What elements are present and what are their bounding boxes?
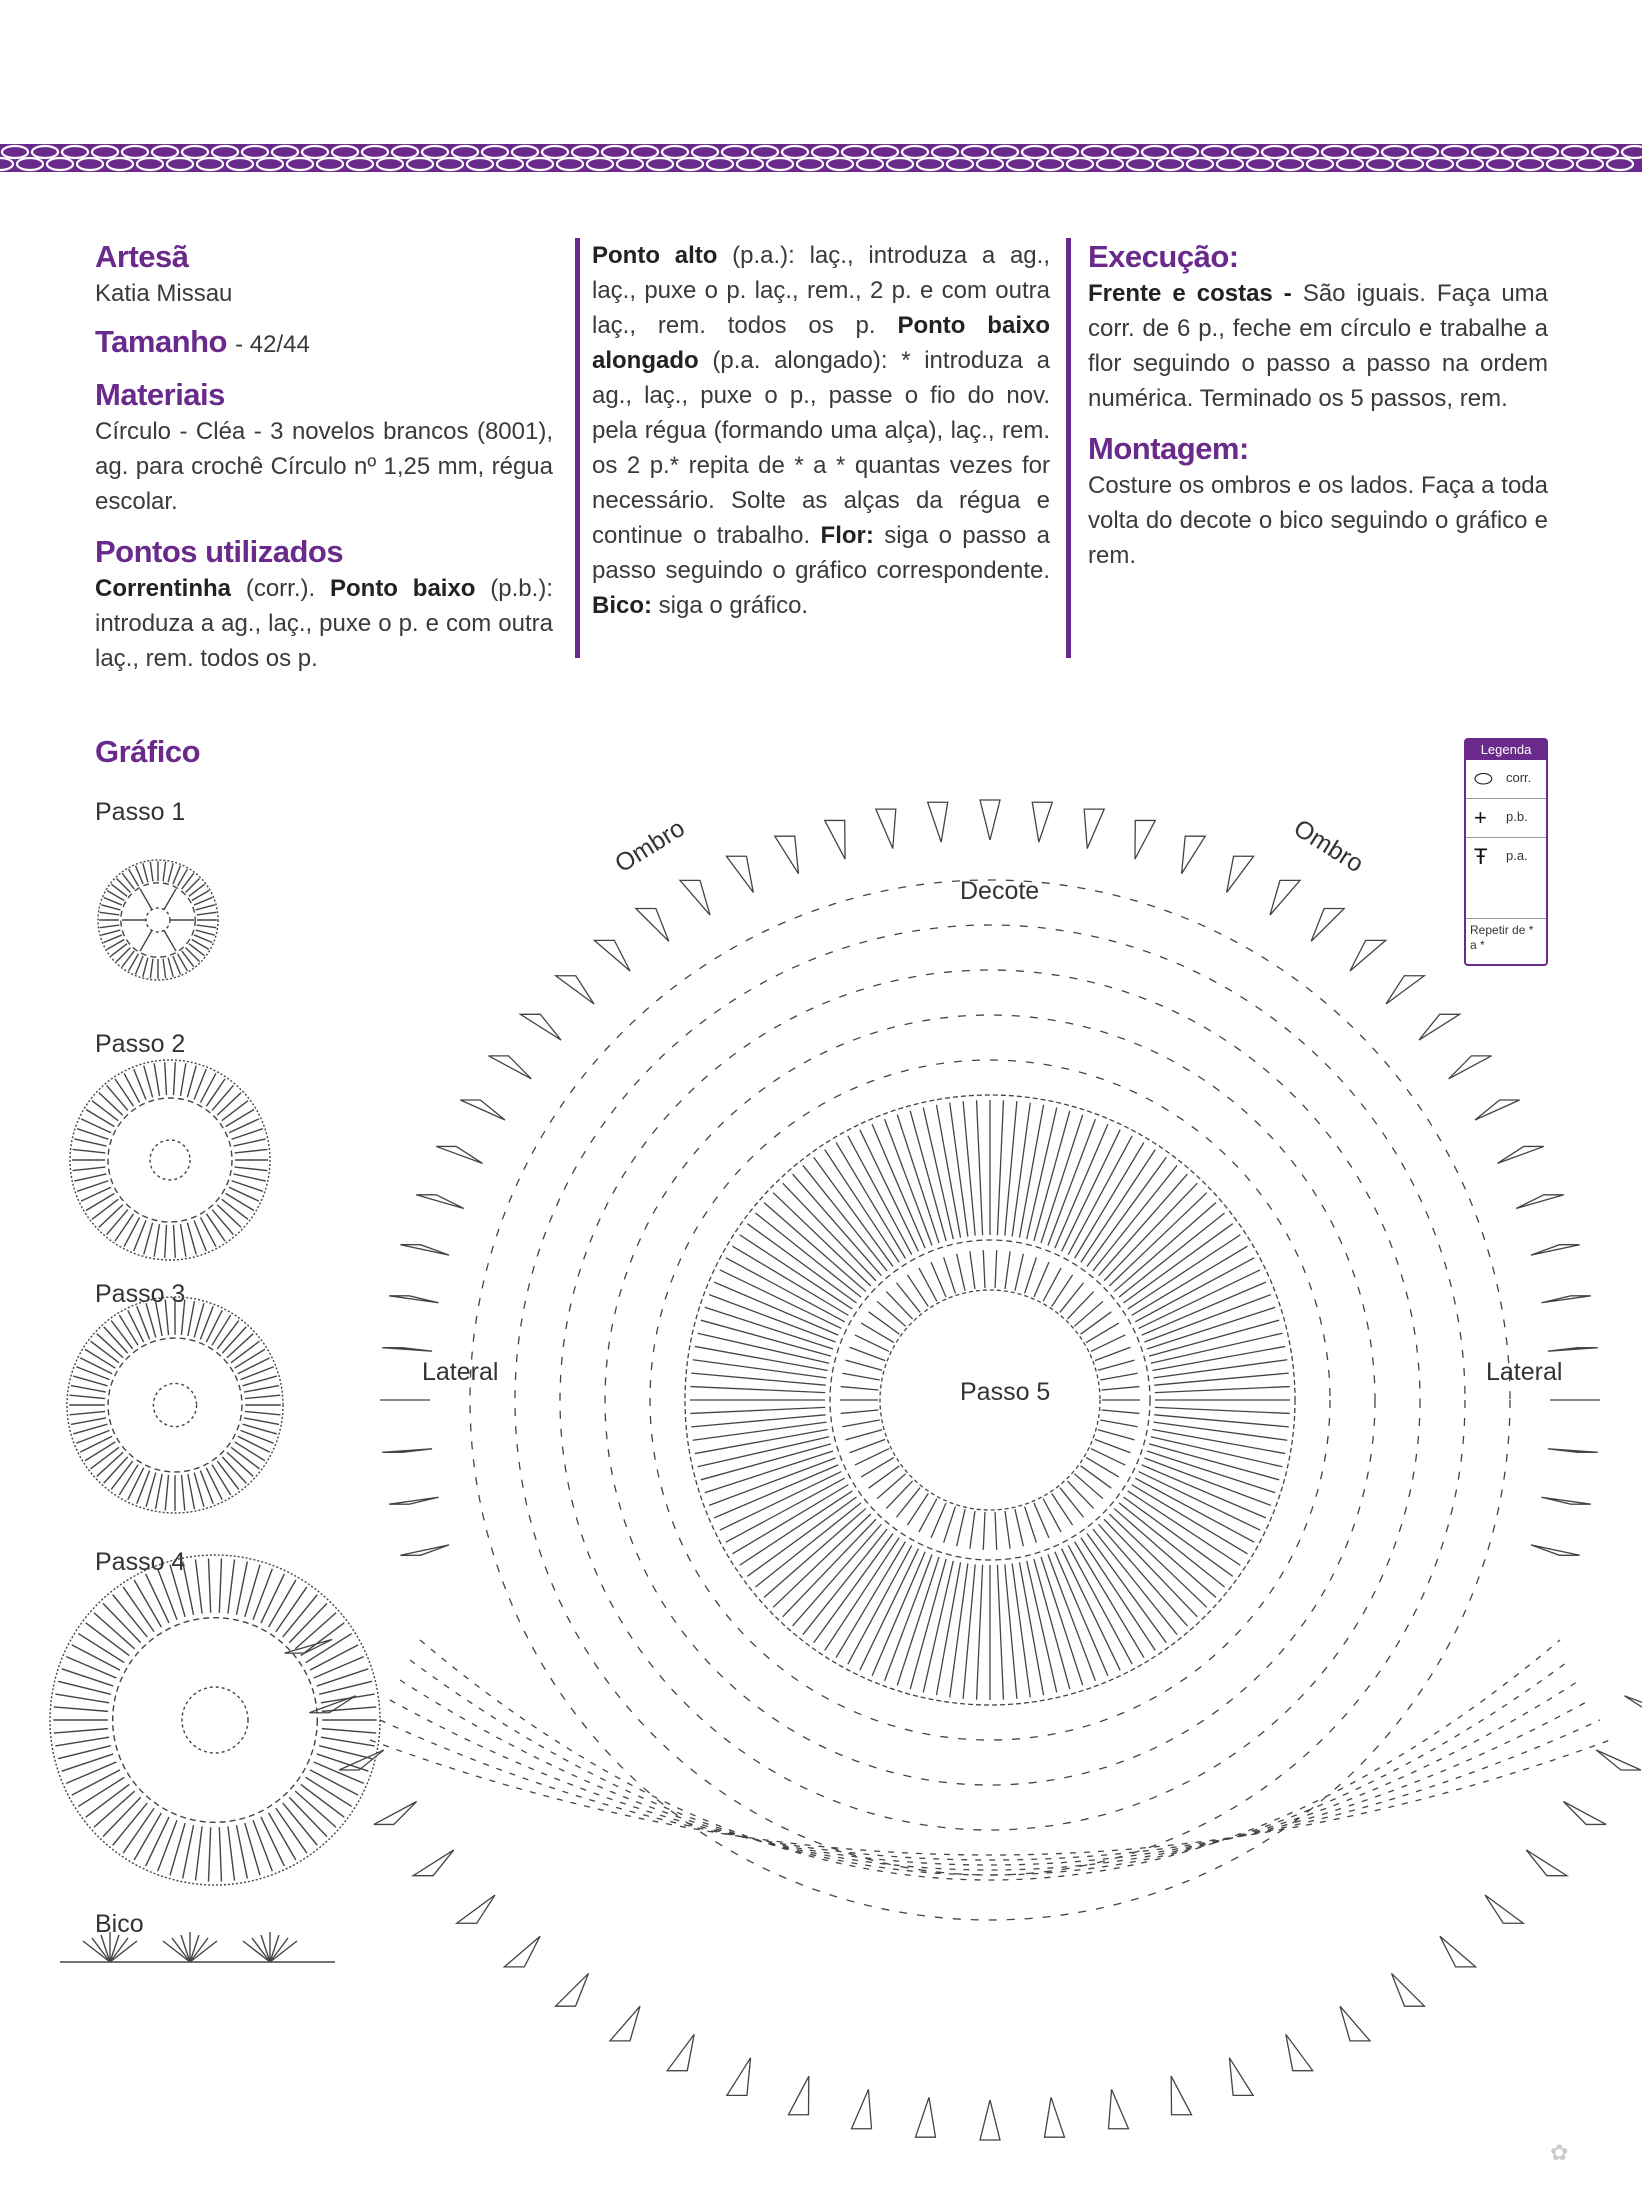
tamanho-label: Tamanho [95, 324, 228, 359]
step-1-label: Passo 1 [95, 798, 186, 826]
column-3: Execução: Frente e costas - São iguais. … [1088, 238, 1548, 573]
execucao-lead: Frente e costas - [1088, 280, 1292, 307]
legend-row-pb: + p.b. [1466, 799, 1546, 838]
passo5-label: Passo 5 [960, 1378, 1051, 1406]
bico-label: Bico [95, 1910, 144, 1938]
legend-repeat: Repetir de * a * [1470, 923, 1534, 952]
decote-label: Decote [960, 877, 1040, 905]
pa-term: Ponto alto [592, 242, 718, 269]
plus-symbol-icon: + [1474, 805, 1487, 830]
step-2-label: Passo 2 [95, 1030, 186, 1058]
lateral-right-label: Lateral [1486, 1358, 1563, 1386]
column-divider-2 [1066, 238, 1071, 658]
pontos-heading: Pontos utilizados [95, 534, 344, 569]
column-1: Artesã Katia Missau Tamanho - 42/44 Mate… [95, 238, 553, 676]
tamanho-value: - 42/44 [235, 331, 310, 358]
tamanho-heading: Tamanho - 42/44 [95, 323, 553, 364]
column-divider-1 [575, 238, 580, 658]
decorative-chain-band [0, 144, 1642, 172]
legend-corr: corr. [1506, 770, 1532, 785]
pba-desc: (p.a. alongado): * introduza a ag., laç.… [592, 347, 1050, 549]
artesa-heading: Artesã [95, 239, 189, 274]
corr-desc: (corr.). [231, 575, 330, 602]
corr-term: Correntinha [95, 575, 232, 602]
materiais-heading: Materiais [95, 377, 225, 412]
artesa-name: Katia Missau [95, 280, 233, 307]
execucao-heading: Execução: [1088, 239, 1239, 274]
legend-title: Legenda [1466, 740, 1546, 760]
materiais-text: Círculo - Cléa - 3 novelos brancos (8001… [95, 418, 553, 515]
execucao-text: Frente e costas - São iguais. Faça uma c… [1088, 276, 1548, 416]
bico-diagram [60, 1932, 335, 1963]
chain-symbol-icon: ⬭ [1474, 766, 1493, 791]
pb-term: Ponto baixo [329, 575, 476, 602]
montagem-heading: Montagem: [1088, 431, 1249, 466]
legend-pa: p.a. [1506, 848, 1528, 863]
legend-pb: p.b. [1506, 809, 1528, 824]
double-crochet-symbol-icon: Ŧ [1474, 844, 1488, 869]
pontos-text-1: Correntinha (corr.). Ponto baixo (p.b.):… [95, 571, 553, 676]
bico-desc: siga o gráfico. [652, 592, 809, 619]
legend-row-corr: ⬭ corr. [1466, 760, 1546, 799]
lateral-left-label: Lateral [422, 1358, 499, 1386]
step-5-diagram [284, 799, 1642, 2141]
column-2: Ponto alto (p.a.): laç., introduza a ag.… [592, 238, 1050, 623]
step-diagrams [49, 859, 381, 1886]
grafico-heading: Gráfico [95, 734, 201, 769]
step-4-label: Passo 4 [95, 1548, 186, 1576]
pba-term: Ponto baixo alongado [592, 312, 1050, 374]
flor-term: Flor: [820, 522, 874, 549]
pontos-text-2: Ponto alto (p.a.): laç., introduza a ag.… [592, 238, 1050, 623]
page-ornament: ✿ [1550, 2140, 1569, 2165]
montagem-text: Costure os ombros e os lados. Faça a tod… [1088, 472, 1548, 569]
pa-desc: (p.a.): laç., introduza a ag., laç., pux… [592, 242, 1050, 339]
execucao-body: São iguais. Faça uma corr. de 6 p., fech… [1088, 280, 1549, 412]
bico-term: Bico: [592, 592, 652, 619]
flor-desc: siga o passo a passo seguindo o gráfico … [592, 522, 1051, 584]
pb-desc: (p.b.): introduza a ag., laç., puxe o p.… [95, 575, 553, 672]
